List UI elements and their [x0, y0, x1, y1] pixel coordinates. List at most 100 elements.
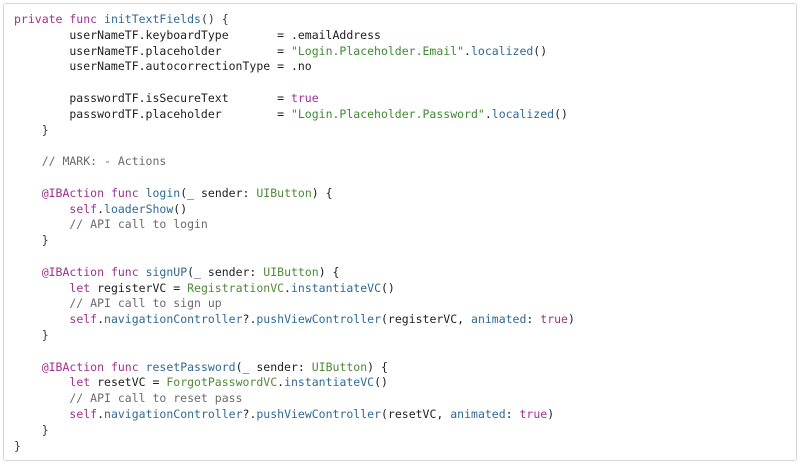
- code-token: [14, 407, 69, 421]
- code-line: // API call to sign up: [14, 296, 575, 312]
- code-token: @IBAction: [41, 359, 105, 374]
- code-token: ): [567, 312, 575, 327]
- code-token: navigationController: [104, 406, 243, 421]
- code-token: let: [69, 375, 98, 390]
- code-token: .: [97, 312, 105, 327]
- code-token: userNameTF.autocorrectionType = .no: [14, 59, 312, 74]
- code-token: @IBAction: [41, 185, 105, 200]
- code-token: }: [14, 327, 49, 342]
- code-token: UIButton: [311, 359, 368, 374]
- code-token: (): [381, 280, 395, 295]
- code-token: ) {: [367, 359, 388, 374]
- code-token: // API call to sign up: [14, 296, 222, 311]
- code-line: // MARK: - Actions: [14, 154, 575, 170]
- code-token: .: [284, 280, 291, 295]
- code-token: registerVC =: [97, 280, 188, 295]
- code-token: (): [533, 43, 548, 58]
- code-token: (_ sender:: [180, 185, 257, 200]
- code-token: }: [14, 422, 49, 437]
- code-line: @IBAction func signUP(_ sender: UIButton…: [14, 265, 575, 281]
- code-token: resetPassword: [145, 359, 236, 374]
- code-token: navigationController: [104, 312, 243, 327]
- code-token: true: [290, 90, 319, 105]
- code-line: userNameTF.keyboardType = .emailAddress: [14, 28, 575, 44]
- code-token: pushViewController: [256, 406, 381, 421]
- code-token: ) {: [311, 185, 333, 200]
- code-line: }: [14, 123, 575, 139]
- code-line: // API call to login: [14, 217, 575, 233]
- code-token: [14, 202, 69, 216]
- code-token: login: [145, 185, 181, 200]
- code-token: [104, 265, 111, 279]
- code-token: :: [526, 312, 541, 327]
- code-token: [14, 360, 42, 374]
- code-line: @IBAction func resetPassword(_ sender: U…: [14, 360, 575, 376]
- code-line: self.navigationController?.pushViewContr…: [14, 407, 575, 423]
- code-token: (registerVC,: [381, 312, 472, 327]
- code-token: ?.: [242, 406, 257, 421]
- code-token: pushViewController: [256, 312, 381, 327]
- code-token: }: [14, 122, 49, 137]
- code-token: "Login.Placeholder.Email": [290, 43, 465, 58]
- code-token: localized: [470, 43, 534, 58]
- code-token: .: [97, 201, 105, 216]
- code-token: RegistrationVC: [187, 280, 285, 295]
- code-line: // API call to reset pass: [14, 391, 575, 407]
- code-line: userNameTF.placeholder = "Login.Placehol…: [14, 44, 575, 60]
- code-token: animated: [471, 312, 527, 327]
- code-line: [14, 75, 575, 91]
- code-token: loaderShow: [104, 201, 174, 216]
- code-token: let: [69, 280, 98, 295]
- code-token: passwordTF.isSecureText =: [14, 90, 291, 105]
- code-token: .: [484, 106, 492, 121]
- code-line: [14, 249, 575, 265]
- code-token: [104, 186, 111, 200]
- code-token: (_ sender:: [235, 359, 312, 374]
- code-token: ) {: [318, 264, 340, 279]
- code-line: self.navigationController?.pushViewContr…: [14, 312, 575, 328]
- code-block: private func initTextFields() { userName…: [14, 12, 575, 454]
- code-token: @IBAction: [41, 264, 105, 279]
- code-token: instantiateVC: [284, 375, 375, 390]
- code-line: }: [14, 439, 575, 455]
- code-token: animated: [450, 406, 506, 421]
- code-token: self: [69, 201, 98, 216]
- code-line: private func initTextFields() {: [14, 12, 575, 28]
- code-token: () {: [200, 12, 229, 26]
- code-token: [14, 186, 42, 200]
- code-token: (resetVC,: [381, 406, 451, 421]
- code-token: "Login.Placeholder.Password": [290, 106, 485, 121]
- code-token: [104, 360, 111, 374]
- code-token: (): [173, 201, 188, 216]
- code-token: // API call to reset pass: [14, 391, 243, 406]
- code-token: UIButton: [263, 264, 319, 279]
- code-line: }: [14, 233, 575, 249]
- code-token: ?.: [242, 312, 257, 327]
- code-token: }: [14, 233, 49, 248]
- code-line: let resetVC = ForgotPasswordVC.instantia…: [14, 375, 575, 391]
- code-line: [14, 344, 575, 360]
- code-token: func: [110, 264, 146, 279]
- code-token: (): [554, 106, 568, 121]
- code-token: signUP: [145, 264, 188, 279]
- code-token: // API call to login: [14, 217, 208, 232]
- code-token: (_ sender:: [187, 264, 264, 279]
- code-line: passwordTF.isSecureText = true: [14, 91, 575, 107]
- code-token: private func: [14, 12, 105, 26]
- code-token: func: [110, 359, 146, 374]
- code-token: self: [69, 406, 98, 421]
- code-line: [14, 138, 575, 154]
- code-token: }: [14, 438, 21, 453]
- code-token: ForgotPasswordVC: [166, 375, 278, 390]
- code-token: ): [547, 406, 555, 421]
- code-token: localized: [491, 106, 555, 121]
- code-token: self: [69, 312, 98, 327]
- code-token: [14, 312, 69, 326]
- code-token: userNameTF.placeholder =: [14, 43, 291, 58]
- code-token: true: [519, 406, 548, 421]
- code-line: @IBAction func login(_ sender: UIButton)…: [14, 186, 575, 202]
- code-token: [14, 281, 69, 295]
- code-line: passwordTF.placeholder = "Login.Placehol…: [14, 107, 575, 123]
- code-line: [14, 170, 575, 186]
- code-token: // MARK: - Actions: [14, 154, 167, 169]
